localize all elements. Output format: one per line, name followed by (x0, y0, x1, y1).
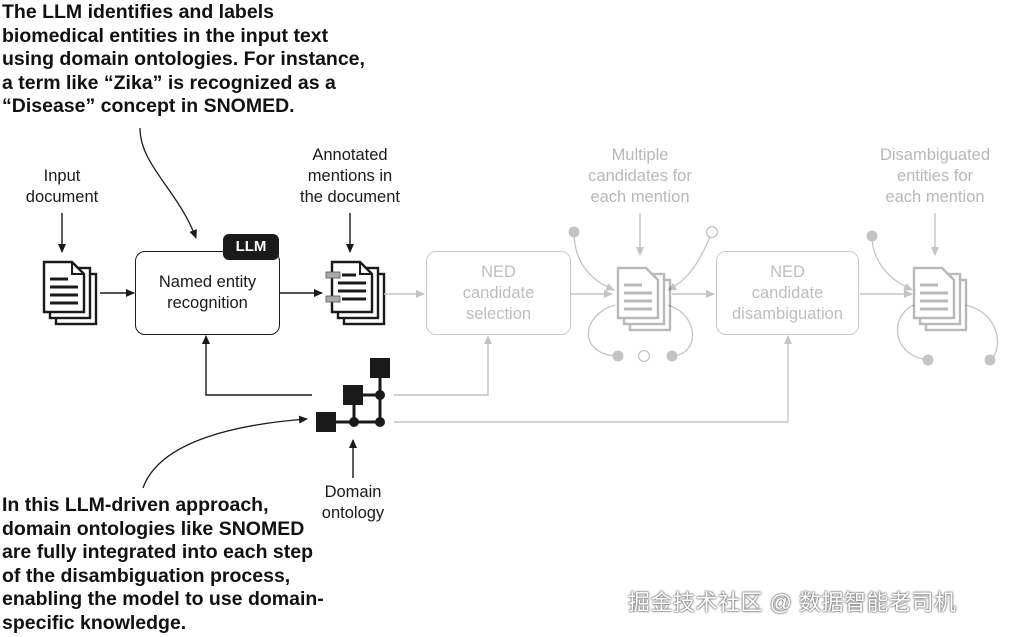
label-line: Input (43, 167, 81, 185)
label-line: the document (300, 188, 400, 206)
watermark: 掘金技术社区 @ 数据智能老司机 (628, 590, 957, 615)
bottom-annotation-line: enabling the model to use domain- (2, 588, 324, 610)
ontology-tree-icon (316, 358, 390, 432)
box-line: candidate (751, 283, 824, 302)
bottom-annotation-line: In this LLM-driven approach, (2, 494, 269, 516)
label-line: Domain (324, 483, 382, 501)
ontology-to-selection-line (394, 335, 492, 396)
top-annotation-leader (139, 127, 197, 239)
box-line: disambiguation (732, 304, 843, 323)
box-line: NED (770, 262, 805, 281)
ontology-to-ner-line (202, 335, 312, 396)
ner-box: Named entity recognition (135, 251, 280, 335)
label-line: Annotated (312, 146, 388, 164)
disambiguated-document-icon (912, 266, 968, 332)
domain-ontology-label: Domain ontology (303, 482, 403, 524)
label-line: mentions in (307, 167, 393, 185)
box-line: Named entity (158, 273, 257, 291)
annotated-document-stack-icon (325, 260, 386, 326)
label-line: document (25, 188, 99, 206)
top-annotation-line: using domain ontologies. For instance, (2, 48, 365, 70)
box-line: recognition (167, 294, 248, 312)
bottom-annotation-line: specific knowledge. (2, 611, 187, 634)
box-line: NED (481, 262, 516, 281)
document-stack-icon (42, 260, 98, 326)
candidate-selection-box: NED candidate selection (426, 251, 571, 335)
top-annotation-line: a term like “Zika” is recognized as a (2, 71, 336, 94)
top-annotation: The LLM identifies and labels biomedical… (2, 1, 365, 119)
box-line: candidate (462, 283, 535, 302)
label-line: ontology (321, 504, 385, 522)
label-line: entities for (896, 167, 974, 185)
label-line: Multiple (611, 146, 669, 164)
bottom-annotation-leader (142, 415, 308, 489)
candidate-disambiguation-box: NED candidate disambiguation (716, 251, 859, 335)
bottom-annotation-line: of the disambiguation process, (2, 564, 291, 587)
candidates-document-icon (616, 266, 672, 332)
input-document-label: Input document (12, 166, 112, 208)
annotated-mentions-label: Annotated mentions in the document (285, 145, 415, 208)
disambiguated-entities-label: Disambiguated entities for each mention (866, 145, 1004, 208)
label-line: each mention (590, 188, 690, 206)
disambiguated-cluster (866, 230, 999, 366)
ontology-to-disambiguation-line (394, 335, 792, 423)
top-annotation-line: biomedical entities in the input text (2, 24, 329, 47)
label-line: each mention (885, 188, 985, 206)
label-line: Disambiguated (879, 146, 991, 164)
candidates-cluster (568, 225, 719, 363)
top-annotation-line: The LLM identifies and labels (2, 1, 274, 23)
multiple-candidates-label: Multiple candidates for each mention (574, 145, 706, 208)
llm-badge: LLM (223, 234, 279, 260)
label-line: candidates for (588, 167, 692, 185)
box-line: selection (465, 304, 532, 323)
bottom-annotation-line: domain ontologies like SNOMED (2, 517, 305, 540)
bottom-annotation: In this LLM-driven approach, domain onto… (2, 494, 324, 635)
bottom-annotation-line: are fully integrated into each step (2, 541, 313, 563)
top-annotation-line: “Disease” concept in SNOMED. (2, 95, 295, 117)
